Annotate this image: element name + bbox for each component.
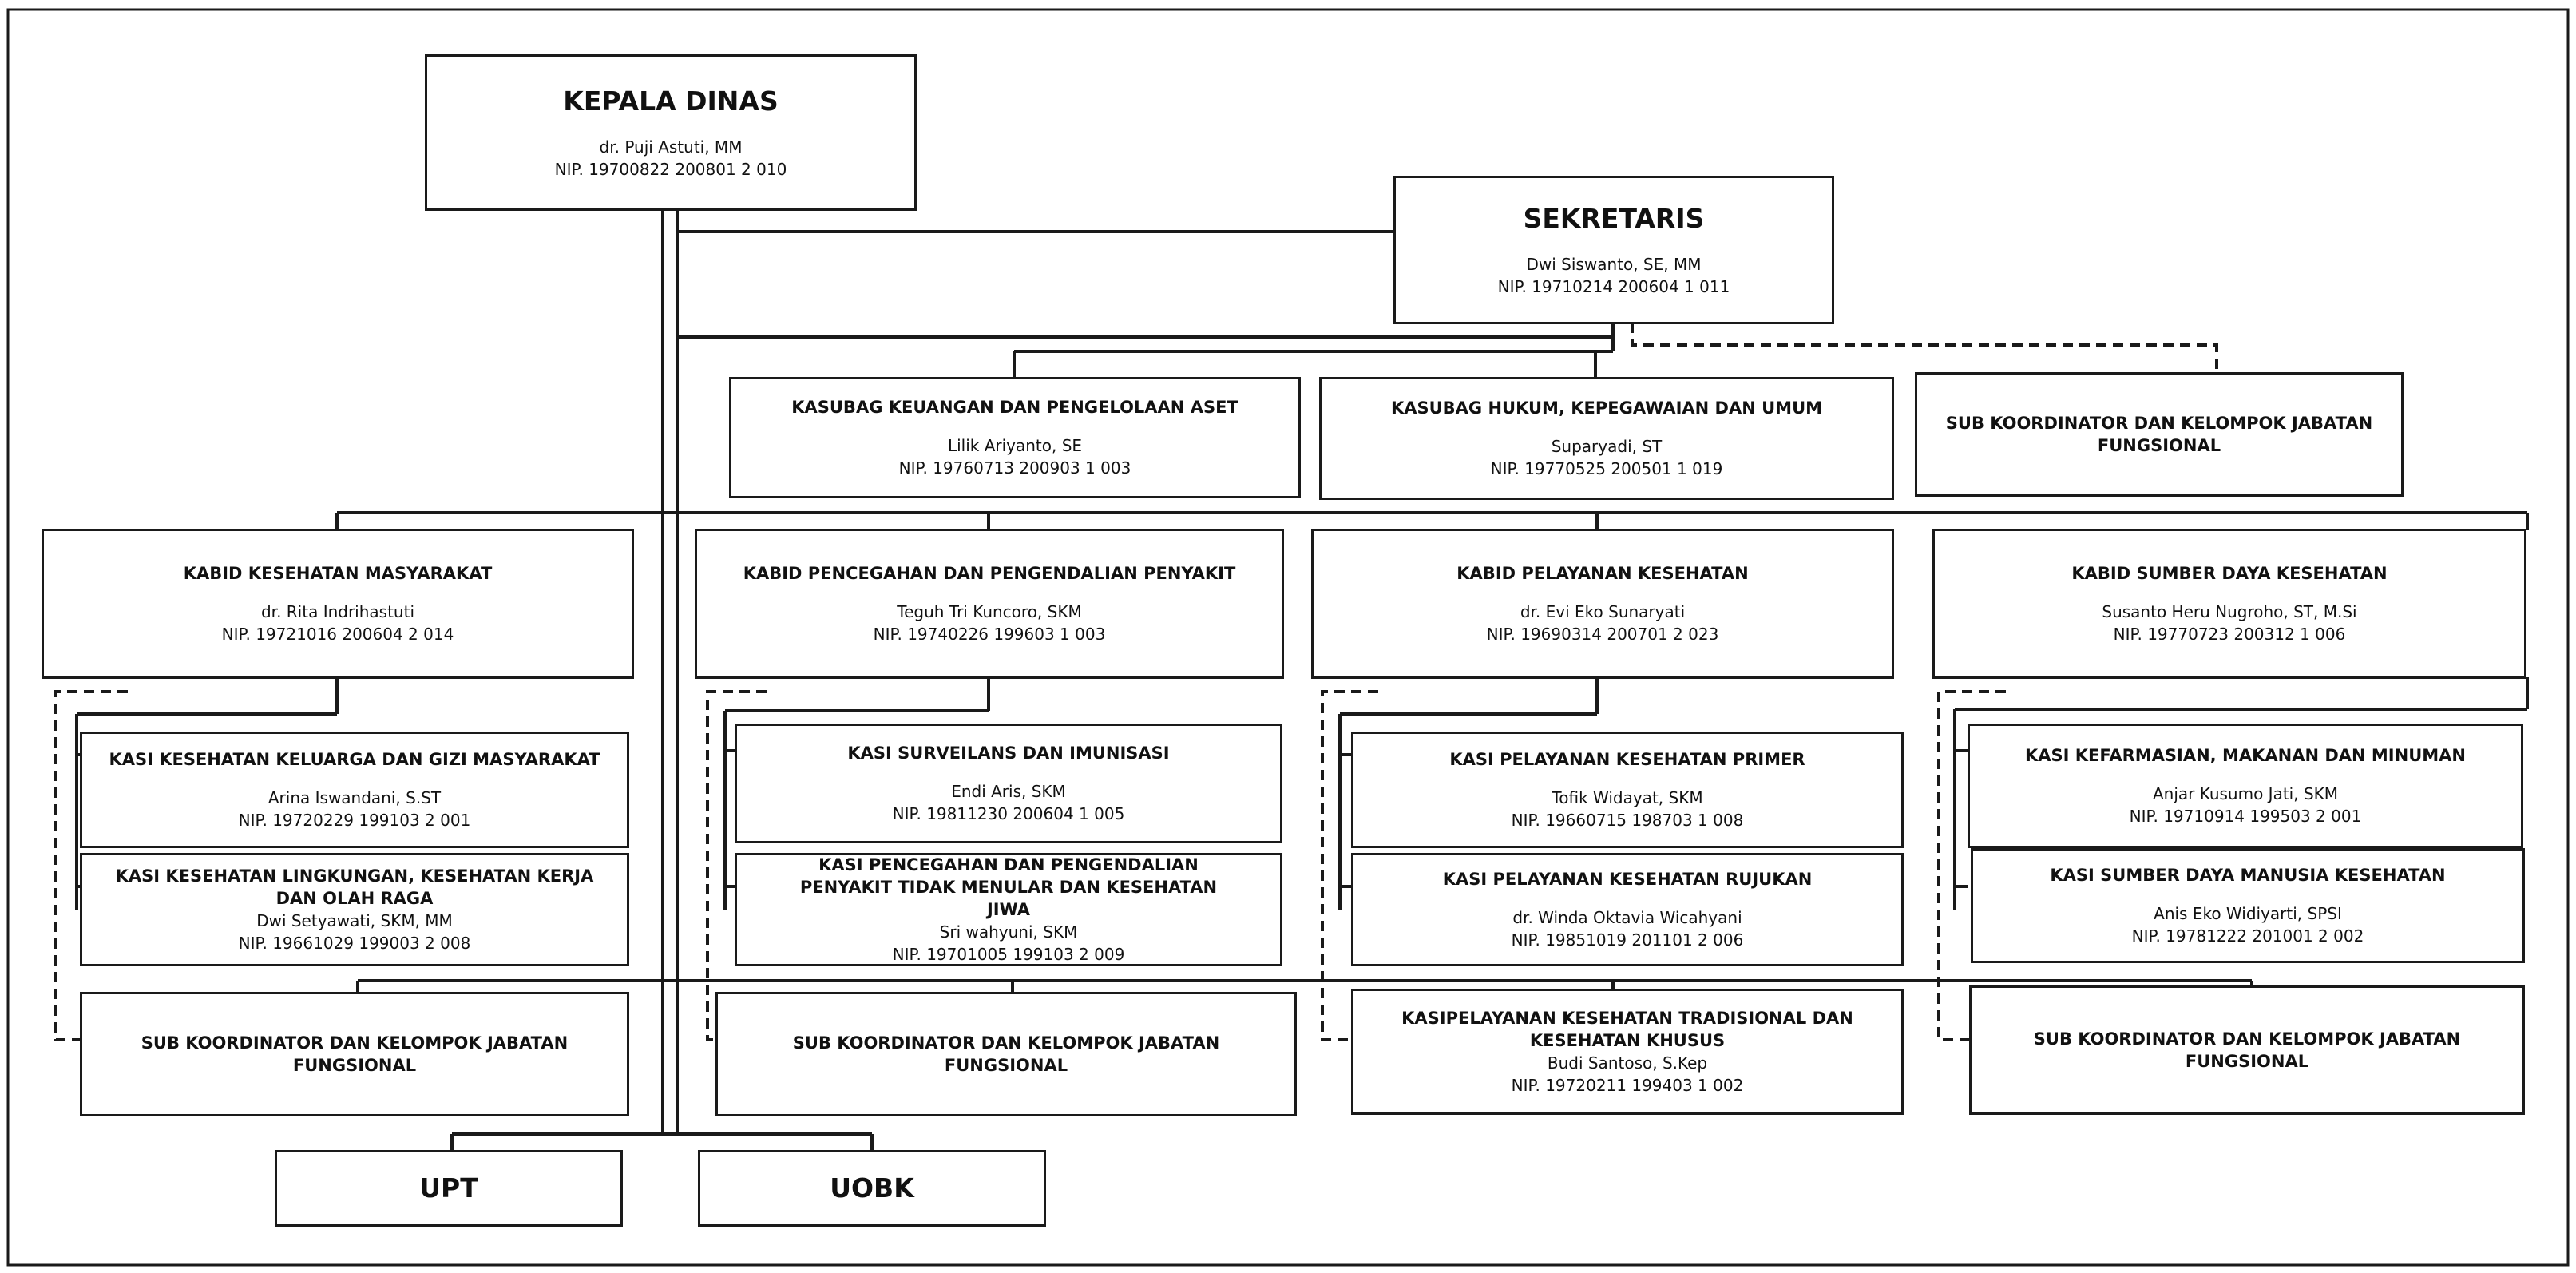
sub-koordinator-sekretariat-box: SUB KOORDINATOR DAN KELOMPOK JABATAN FUN… (1915, 372, 2404, 497)
kasi-keluarga-gizi-title: KASI KESEHATAN KELUARGA DAN GIZI MASYARA… (109, 750, 600, 769)
kabid-yankes-box: KABID PELAYANAN KESEHATAN dr. Evi Eko Su… (1311, 529, 1894, 679)
kasi-primer-name: Tofik Widayat, SKM (1552, 788, 1703, 807)
kasi-primer-title: KASI PELAYANAN KESEHATAN PRIMER (1449, 750, 1805, 769)
kasubag-keuangan-box: KASUBAG KEUANGAN DAN PENGELOLAAN ASET Li… (729, 377, 1301, 498)
kasi-keluarga-gizi-name: Arina Iswandani, S.ST (268, 788, 442, 807)
kasubag-hukum-title: KASUBAG HUKUM, KEPEGAWAIAN DAN UMUM (1390, 399, 1823, 418)
kepala-dinas-name: dr. Puji Astuti, MM (599, 137, 743, 157)
sub-koordinator-kesmas-box: SUB KOORDINATOR DAN KELOMPOK JABATAN FUN… (80, 992, 629, 1116)
kabid-p2p-name: Teguh Tri Kuncoro, SKM (897, 602, 1082, 621)
kasi-surveilans-name: Endi Aris, SKM (951, 782, 1066, 801)
sekretaris-name: Dwi Siswanto, SE, MM (1526, 255, 1702, 274)
kasubag-hukum-nip: NIP. 19770525 200501 1 019 (1490, 459, 1723, 478)
kabid-sdk-name: Susanto Heru Nugroho, ST, M.Si (2102, 602, 2357, 621)
kabid-sdk-title: KABID SUMBER DAYA KESEHATAN (2071, 564, 2388, 583)
kabid-p2p-box: KABID PENCEGAHAN DAN PENGENDALIAN PENYAK… (695, 529, 1284, 679)
kepala-dinas-box: KEPALA DINAS dr. Puji Astuti, MM NIP. 19… (425, 54, 917, 211)
kabid-sdk-nip: NIP. 19770723 200312 1 006 (2113, 625, 2346, 644)
kasi-primer-nip: NIP. 19660715 198703 1 008 (1511, 811, 1744, 830)
sub-koordinator-sdk-box: SUB KOORDINATOR DAN KELOMPOK JABATAN FUN… (1969, 985, 2525, 1115)
kabid-p2p-title: KABID PENCEGAHAN DAN PENGENDALIAN PENYAK… (743, 564, 1236, 583)
kabid-kesmas-nip: NIP. 19721016 200604 2 014 (221, 625, 454, 644)
kasubag-hukum-box: KASUBAG HUKUM, KEPEGAWAIAN DAN UMUM Supa… (1319, 377, 1894, 500)
kabid-kesmas-name: dr. Rita Indrihastuti (260, 602, 415, 621)
kasi-surveilans-nip: NIP. 19811230 200604 1 005 (892, 804, 1125, 823)
kasubag-keuangan-nip: NIP. 19760713 200903 1 003 (898, 458, 1131, 478)
kasi-tradisional-name: Budi Santoso, S.Kep (1547, 1053, 1708, 1073)
kasi-sdm-nip: NIP. 19781222 201001 2 002 (2131, 926, 2364, 946)
kasi-keluarga-gizi-nip: NIP. 19720229 199103 2 001 (238, 811, 471, 830)
uobk-box: UOBK (698, 1150, 1046, 1227)
kasi-tradisional-box: KASIPELAYANAN KESEHATAN TRADISIONAL DAN … (1351, 989, 1904, 1115)
kasi-farmasi-title: KASI KEFARMASIAN, MAKANAN DAN MINUMAN (2025, 746, 2466, 765)
uobk-title: UOBK (830, 1172, 914, 1204)
kasubag-keuangan-title: KASUBAG KEUANGAN DAN PENGELOLAAN ASET (791, 398, 1238, 417)
kasi-surveilans-box: KASI SURVEILANS DAN IMUNISASI Endi Aris,… (735, 724, 1282, 843)
kasi-ptm-title: KASI PENCEGAHAN DAN PENGENDALIAN PENYAKI… (799, 855, 1218, 919)
kasi-ptm-box: KASI PENCEGAHAN DAN PENGENDALIAN PENYAKI… (735, 853, 1282, 966)
sub-koordinator-sekretariat-title: SUB KOORDINATOR DAN KELOMPOK JABATAN FUN… (1945, 414, 2373, 455)
sub-koordinator-p2p-title: SUB KOORDINATOR DAN KELOMPOK JABATAN FUN… (792, 1033, 1220, 1075)
solid-connectors (75, 209, 2529, 1152)
outer-frame (6, 8, 2570, 1267)
kasi-lingkungan-box: KASI KESEHATAN LINGKUNGAN, KESEHATAN KER… (80, 853, 629, 966)
kasi-primer-box: KASI PELAYANAN KESEHATAN PRIMER Tofik Wi… (1351, 732, 1904, 848)
sekretaris-nip: NIP. 19710214 200604 1 011 (1497, 277, 1730, 296)
upt-box: UPT (275, 1150, 623, 1227)
sub-koordinator-sdk-title: SUB KOORDINATOR DAN KELOMPOK JABATAN FUN… (2033, 1029, 2461, 1071)
kasi-lingkungan-title: KASI KESEHATAN LINGKUNGAN, KESEHATAN KER… (115, 867, 594, 908)
sub-koordinator-p2p-box: SUB KOORDINATOR DAN KELOMPOK JABATAN FUN… (715, 992, 1297, 1116)
kasi-rujukan-box: KASI PELAYANAN KESEHATAN RUJUKAN dr. Win… (1351, 853, 1904, 966)
kabid-yankes-title: KABID PELAYANAN KESEHATAN (1456, 564, 1749, 583)
kabid-kesmas-title: KABID KESEHATAN MASYARAKAT (183, 564, 493, 583)
kasi-keluarga-gizi-box: KASI KESEHATAN KELUARGA DAN GIZI MASYARA… (80, 732, 629, 848)
kasi-farmasi-box: KASI KEFARMASIAN, MAKANAN DAN MINUMAN An… (1968, 724, 2523, 848)
kasi-tradisional-nip: NIP. 19720211 199403 1 002 (1511, 1076, 1744, 1095)
kasi-surveilans-title: KASI SURVEILANS DAN IMUNISASI (847, 744, 1170, 763)
kepala-dinas-title: KEPALA DINAS (563, 85, 779, 117)
kasi-rujukan-name: dr. Winda Oktavia Wicahyani (1512, 908, 1742, 927)
sekretaris-title: SEKRETARIS (1523, 203, 1705, 234)
kabid-sdk-box: KABID SUMBER DAYA KESEHATAN Susanto Heru… (1932, 529, 2526, 679)
kasi-rujukan-title: KASI PELAYANAN KESEHATAN RUJUKAN (1442, 870, 1813, 889)
kasi-ptm-name: Sri wahyuni, SKM (939, 922, 1078, 942)
dashed-connectors (54, 323, 2218, 1041)
kasi-ptm-nip: NIP. 19701005 199103 2 009 (892, 945, 1125, 964)
kabid-p2p-nip: NIP. 19740226 199603 1 003 (873, 625, 1106, 644)
kasubag-hukum-name: Suparyadi, ST (1551, 437, 1663, 456)
kasi-rujukan-nip: NIP. 19851019 201101 2 006 (1511, 930, 1744, 950)
sub-koordinator-kesmas-title: SUB KOORDINATOR DAN KELOMPOK JABATAN FUN… (141, 1033, 569, 1075)
kasi-sdm-box: KASI SUMBER DAYA MANUSIA KESEHATAN Anis … (1971, 848, 2525, 963)
kabid-kesmas-box: KABID KESEHATAN MASYARAKAT dr. Rita Indr… (42, 529, 634, 679)
kasubag-keuangan-name: Lilik Ariyanto, SE (947, 436, 1083, 455)
kasi-lingkungan-nip: NIP. 19661029 199003 2 008 (238, 934, 471, 953)
kasi-farmasi-nip: NIP. 19710914 199503 2 001 (2129, 807, 2362, 826)
kasi-farmasi-name: Anjar Kusumo Jati, SKM (2152, 784, 2339, 803)
upt-title: UPT (419, 1172, 478, 1204)
kepala-dinas-nip: NIP. 19700822 200801 2 010 (554, 160, 787, 179)
kasi-sdm-name: Anis Eko Widiyarti, SPSI (2154, 904, 2342, 923)
kasi-tradisional-title: KASIPELAYANAN KESEHATAN TRADISIONAL DAN … (1401, 1009, 1853, 1050)
kabid-yankes-nip: NIP. 19690314 200701 2 023 (1486, 625, 1719, 644)
sekretaris-box: SEKRETARIS Dwi Siswanto, SE, MM NIP. 197… (1393, 176, 1834, 324)
kasi-lingkungan-name: Dwi Setyawati, SKM, MM (256, 911, 453, 930)
kabid-yankes-name: dr. Evi Eko Sunaryati (1520, 602, 1686, 621)
kasi-sdm-title: KASI SUMBER DAYA MANUSIA KESEHATAN (2050, 866, 2446, 885)
